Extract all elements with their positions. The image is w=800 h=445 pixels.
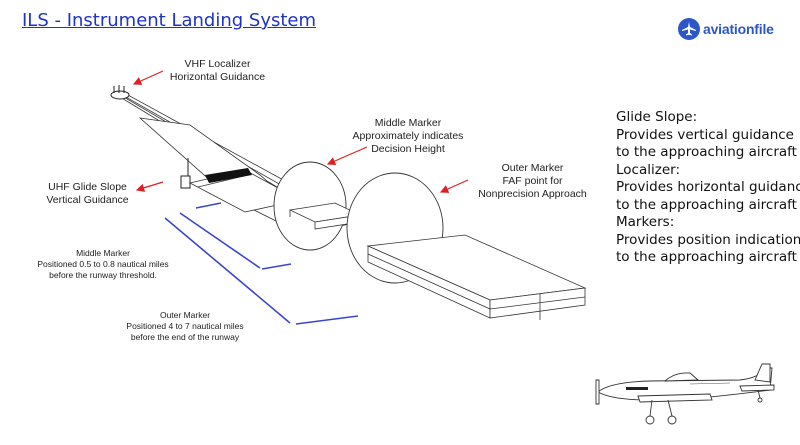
airplane-illustration [595,363,775,425]
middle-marker-distance-line-3 [261,263,292,270]
info-line: to the approaching aircraft [616,196,797,213]
info-line: to the approaching aircraft [616,249,797,265]
middle-marker-distance-label: Middle Marker Positioned 0.5 to 0.8 naut… [28,248,178,281]
page-title: ILS - Instrument Landing System [22,10,317,31]
runway-threshold-bar [205,168,252,183]
distance-lines [164,202,359,325]
airplane-icon [678,18,700,40]
glide-slope-label-line: Vertical Guidance [46,194,129,206]
middle-marker-label: Middle Marker Approximately indicates De… [343,117,473,156]
info-line: Localizer: [616,161,680,178]
outer-marker-distance-line-1 [164,217,291,324]
localizer-antenna-icon [110,85,130,100]
outer-marker-distance-line: before the end of the runway [130,332,240,342]
glide-slope-label-line: UHF Glide Slope [48,181,127,193]
outer-marker-label: Outer Marker FAF point for Nonprecision … [465,162,600,201]
middle-marker-label-line: Middle Marker [374,117,442,129]
brand-name: aviationfile [703,21,774,37]
outer-marker-label-line: FAF point for [502,175,563,187]
info-line: Provides position indication [616,231,800,248]
brand-logo: aviationfile [678,18,774,40]
localizer-arrow [132,70,164,85]
localizer-label: VHF Localizer Horizontal Guidance [165,58,270,84]
middle-marker-distance-line-1 [195,202,222,209]
middle-marker-label-line: Approximately indicates [352,130,464,142]
outer-marker-distance-line: Positioned 4 to 7 nautical miles [126,321,244,331]
info-panel: Glide Slope: Provides vertical guidance … [616,109,800,267]
runway-segment-near [366,234,587,320]
glide-slope-label: UHF Glide Slope Vertical Guidance [30,181,145,207]
outer-marker-arrow [439,179,469,193]
info-line: Provides horizontal guidance [616,179,800,195]
outer-marker-label-line: Nonprecision Approach [478,188,587,200]
info-line: Markers: [616,214,675,230]
outer-marker-distance-line: Outer Marker [159,310,211,320]
middle-marker-beam [273,161,347,251]
middle-marker-distance-line: before the runway threshold. [49,270,157,280]
outer-marker-distance-label: Outer Marker Positioned 4 to 7 nautical … [110,310,260,343]
glide-slope-antenna-icon [180,158,191,189]
middle-marker-label-line: Decision Height [371,143,445,155]
info-line: to the approaching aircraft [616,144,797,160]
middle-marker-distance-line: Middle Marker [76,248,130,258]
localizer-label-line: VHF Localizer [184,58,251,70]
outer-marker-label-line: Outer Marker [501,162,564,174]
glide-slope-arrow [135,181,164,192]
middle-marker-arrow [326,146,368,165]
middle-marker-distance-line: Positioned 0.5 to 0.8 nautical miles [37,259,169,269]
localizer-label-line: Horizontal Guidance [169,71,266,83]
info-line: Provides vertical guidance [616,126,794,143]
middle-marker-distance-line-2 [179,212,261,269]
info-line: Glide Slope: [616,109,698,125]
label-arrows [132,70,469,193]
outer-marker-distance-line-2 [295,315,359,325]
